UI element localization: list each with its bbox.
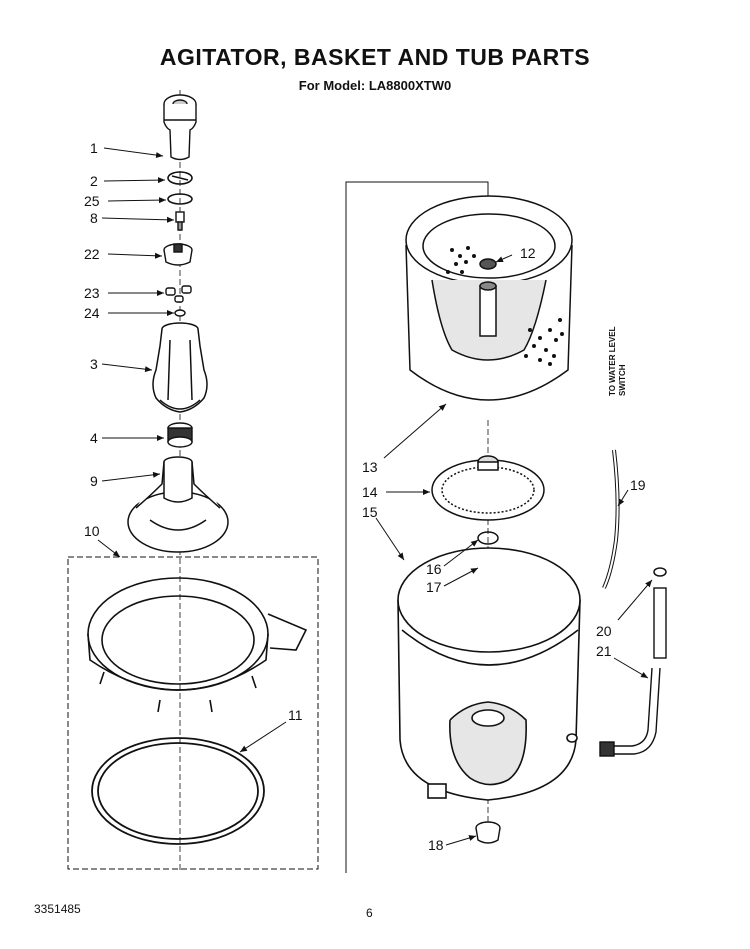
callout-15: 15 [362, 504, 378, 520]
callout-16: 16 [426, 561, 442, 577]
callout-14: 14 [362, 484, 378, 500]
right-leaders [375, 254, 653, 846]
part-16-seal [477, 531, 499, 545]
part-20-clamp [653, 567, 667, 577]
leader-8 [101, 216, 175, 223]
callout-13: 13 [362, 459, 378, 475]
part-2-ring [167, 171, 193, 185]
page-title: AGITATOR, BASKET AND TUB PARTS [159, 44, 591, 70]
part-4-coupling [167, 422, 193, 448]
leader-20 [617, 579, 653, 621]
basket-holes [446, 246, 564, 366]
callout-21: 21 [596, 643, 612, 659]
part-number-footer: 3351485 [34, 902, 81, 916]
part-13-basket [405, 195, 573, 401]
callout-numbers: 1 2 25 8 22 23 24 3 4 9 10 11 12 13 14 1… [84, 140, 646, 853]
part-23-dogs [165, 285, 192, 303]
callout-17: 17 [426, 579, 442, 595]
callout-8: 8 [90, 210, 98, 226]
left-leaders [97, 147, 287, 753]
leader-15 [375, 517, 405, 561]
part-9-agitator-base [127, 456, 229, 553]
callout-22: 22 [84, 246, 100, 262]
callout-19: 19 [630, 477, 646, 493]
part-8-bolt [175, 211, 185, 231]
leader-25 [107, 197, 167, 204]
leader-22 [107, 252, 163, 259]
part-14-drive-bell [431, 455, 545, 521]
part-25-o-ring [167, 193, 193, 205]
leader-13 [383, 403, 447, 459]
leader-18 [445, 835, 477, 846]
callout-11: 11 [288, 707, 303, 723]
callout-25: 25 [84, 193, 100, 209]
leader-17 [443, 567, 479, 587]
callout-18: 18 [428, 837, 444, 853]
callout-1: 1 [90, 140, 98, 156]
part-10-tub-ring [87, 577, 308, 713]
part-11-gasket [91, 737, 265, 845]
leader-12 [495, 254, 513, 263]
part-21-hose [599, 587, 667, 757]
part-24-washer [174, 309, 186, 317]
leader-11 [239, 721, 287, 753]
page-number: 6 [366, 906, 373, 920]
leader-3 [101, 363, 153, 373]
part-19-hose-inner [603, 449, 619, 589]
leader-9 [101, 471, 161, 482]
part-15-outer-tub [397, 547, 581, 801]
callout-9: 9 [90, 473, 98, 489]
leader-2 [103, 177, 166, 184]
leader-1 [103, 147, 164, 159]
callout-4: 4 [90, 430, 98, 446]
leader-19 [617, 489, 629, 507]
part-22-cam [163, 243, 193, 266]
callout-2: 2 [90, 173, 98, 189]
part-10-group-box [67, 556, 319, 870]
model-subtitle: For Model: LA8800XTW0 [298, 78, 452, 93]
part-1-dispenser-cap [163, 94, 197, 161]
callout-23: 23 [84, 285, 100, 301]
part-12-nut [479, 258, 497, 270]
part-18-grommet [475, 821, 501, 844]
leader-16 [443, 539, 479, 567]
part-3-agitator-barrel [152, 322, 208, 413]
callout-12: 12 [520, 245, 536, 261]
leader-21 [613, 657, 649, 679]
leader-10 [97, 539, 121, 558]
callout-20: 20 [596, 623, 612, 639]
callout-3: 3 [90, 356, 98, 372]
callout-10: 10 [84, 523, 100, 539]
callout-24: 24 [84, 305, 100, 321]
